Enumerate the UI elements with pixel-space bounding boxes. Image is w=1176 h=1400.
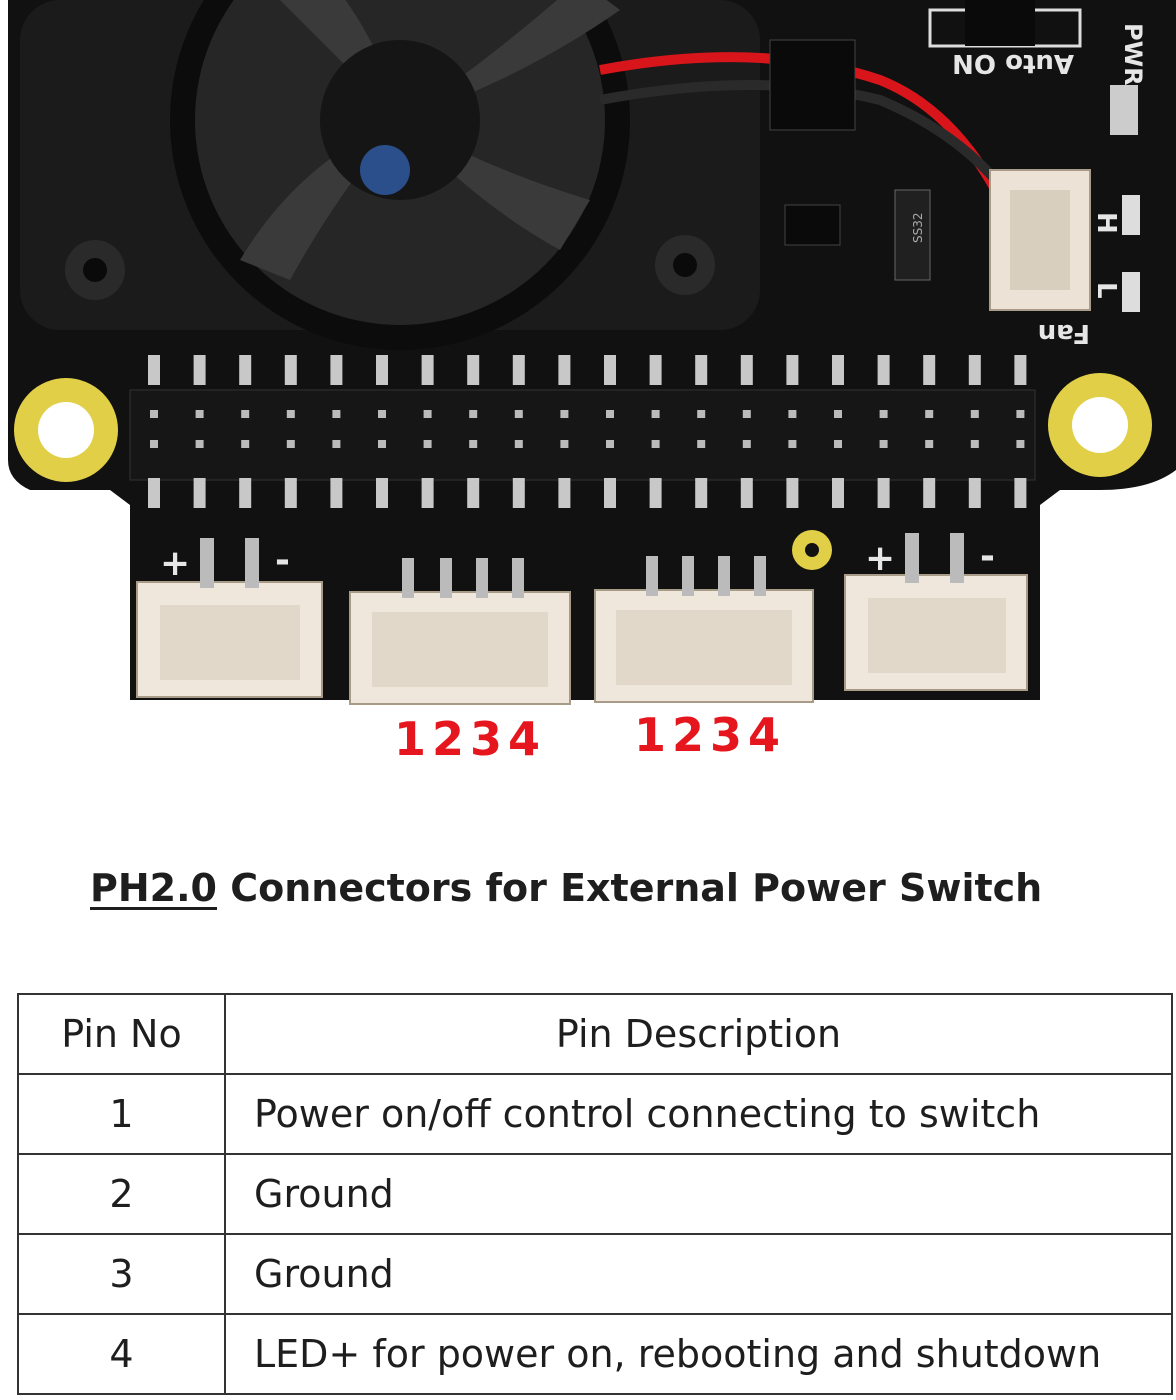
mounting-hole-right: [1048, 373, 1152, 477]
gpio-pin: [923, 355, 936, 385]
gpio-pin: [376, 478, 388, 508]
gpio-pin: [786, 355, 799, 385]
gpio-pin: [421, 355, 434, 385]
pin-number-cell: 3: [17, 1233, 226, 1315]
pin-number-cell: 2: [17, 1153, 226, 1235]
transistor: [784, 204, 841, 246]
gpio-pin: [239, 355, 252, 385]
table-row: 4 LED+ for power on, rebooting and shutd…: [17, 1313, 1173, 1395]
heading-prefix: PH2.0: [90, 866, 217, 910]
gpio-pin: [558, 355, 571, 385]
gpio-pin: [558, 478, 571, 508]
gpio-pin: [649, 478, 662, 508]
cooling-fan: [20, 0, 760, 350]
gpio-pin: [421, 478, 434, 508]
gpio-pin: [832, 355, 844, 385]
silk-plus-left: +: [160, 543, 190, 584]
gpio-pin: [193, 478, 206, 508]
gpio-pin: [467, 478, 480, 508]
table-header-row: Pin No Pin Description: [17, 993, 1173, 1075]
gpio-pin: [512, 478, 525, 508]
table-row: 3 Ground: [17, 1233, 1173, 1315]
gpio-pin: [376, 355, 388, 385]
gpio-pin: [832, 478, 844, 508]
ic-chip: [769, 39, 856, 131]
gpio-pin: [512, 355, 525, 385]
gpio-pin: [695, 478, 708, 508]
pin-description-cell: Ground: [224, 1153, 1173, 1235]
silk-l: L: [1091, 282, 1121, 299]
table-row: 1 Power on/off control connecting to swi…: [17, 1073, 1173, 1155]
gpio-pin: [786, 478, 799, 508]
connector-2pin-left: [136, 538, 323, 698]
silk-fan: Fan: [1038, 318, 1090, 348]
gpio-pin: [740, 478, 753, 508]
gpio-pin: [604, 355, 616, 385]
gpio-pin: [923, 478, 936, 508]
pin-numbers-left: 1234: [394, 712, 547, 766]
gpio-pin: [148, 478, 160, 508]
diode: [894, 189, 931, 281]
silk-plus-right: +: [865, 538, 895, 579]
gpio-pin: [649, 355, 662, 385]
gpio-pin: [148, 355, 160, 385]
pin-number-cell: 1: [17, 1073, 226, 1155]
pin-number-cell: 4: [17, 1313, 226, 1395]
gpio-pin: [467, 355, 480, 385]
connector-4pin-left: [349, 558, 571, 705]
gpio-pin: [193, 355, 206, 385]
gpio-pin: [284, 478, 297, 508]
pin-description-cell: Power on/off control connecting to switc…: [224, 1073, 1173, 1155]
connector-2pin-right: [844, 533, 1028, 691]
silk-auto-on: Auto ON: [952, 48, 1074, 78]
heading-rest: Connectors for External Power Switch: [216, 866, 1043, 910]
gpio-pin: [330, 478, 343, 508]
pin-description-cell: LED+ for power on, rebooting and shutdow…: [224, 1313, 1173, 1395]
gpio-pin: [1014, 355, 1027, 385]
gpio-pin: [968, 478, 981, 508]
gpio-pin: [877, 355, 890, 385]
connector-4pin-right: [594, 556, 814, 703]
diode-marking: SS32: [911, 212, 925, 243]
gpio-pin: [968, 355, 981, 385]
gpio-pin: [740, 355, 753, 385]
silk-minus-left: -: [275, 540, 290, 581]
pin-numbers-right: 1234: [634, 708, 787, 762]
table-row: 2 Ground: [17, 1153, 1173, 1235]
silk-minus-right: -: [980, 536, 995, 577]
led-l: [1122, 272, 1140, 312]
gpio-pin: [604, 478, 616, 508]
gpio-pin: [695, 355, 708, 385]
gpio-pin: [330, 355, 343, 385]
silk-pwr: PWR: [1119, 23, 1147, 86]
header-pin-no: Pin No: [17, 993, 226, 1075]
pin-table: Pin No Pin Description 1 Power on/off co…: [17, 993, 1173, 1395]
mounting-hole-left: [14, 378, 118, 482]
page-heading: PH2.0 Connectors for External Power Swit…: [90, 866, 1042, 910]
fan-connector: [989, 169, 1091, 311]
led-h: [1122, 195, 1140, 235]
gpio-pin: [877, 478, 890, 508]
board-photo: SS32 Auto ON PWR H L Fan + -: [8, 0, 1176, 705]
gpio-pin: [284, 355, 297, 385]
gpio-header: [129, 355, 1036, 508]
pin-description-cell: Ground: [224, 1233, 1173, 1315]
gpio-pin: [1014, 478, 1027, 508]
gpio-pin: [239, 478, 252, 508]
power-led: [1110, 85, 1138, 135]
silk-h: H: [1091, 212, 1121, 234]
header-pin-description: Pin Description: [224, 993, 1173, 1075]
